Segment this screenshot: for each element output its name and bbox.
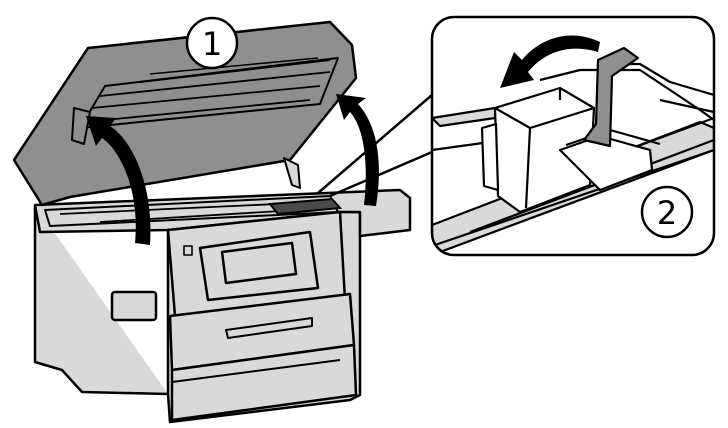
scanner-unit [12, 20, 358, 207]
detail-callout [430, 15, 716, 257]
step-2-label: 2 [657, 194, 677, 232]
step-1-badge: 1 [185, 16, 239, 70]
arrow-curved-left-icon [500, 35, 600, 88]
step-2-badge: 2 [640, 185, 694, 239]
cartridge-lever [582, 46, 640, 148]
cartridge-holder [268, 197, 343, 216]
step-1-label: 1 [202, 25, 222, 63]
arrow-curved-up-icon [86, 116, 151, 245]
callout-zoom-icon [317, 94, 433, 198]
printer-body [33, 188, 412, 424]
arrow-curved-up-icon [336, 94, 379, 206]
